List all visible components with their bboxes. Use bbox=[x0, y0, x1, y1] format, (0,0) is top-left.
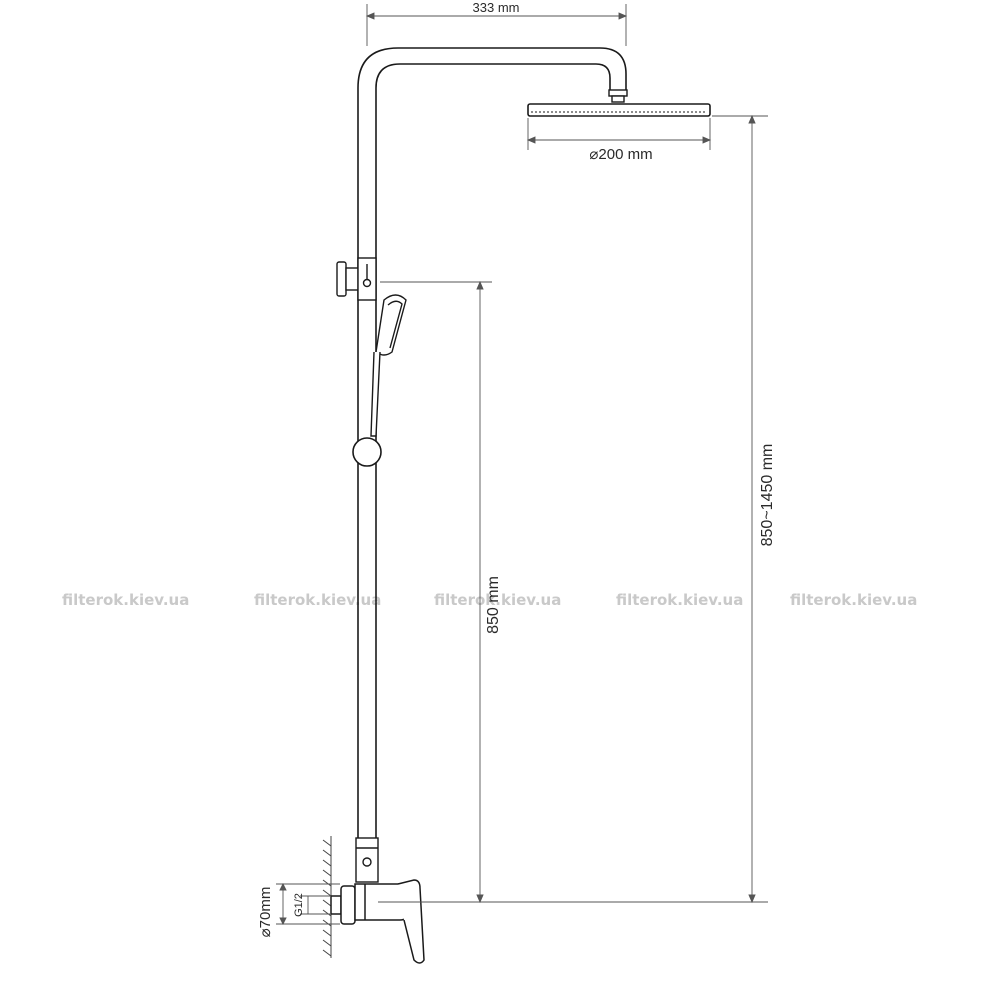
dim-mixer-diameter bbox=[276, 882, 340, 926]
watermark-3: filterok.kiev.ua bbox=[434, 591, 561, 609]
rain-showerhead bbox=[527, 103, 711, 117]
dim-mixer-diameter-label: ⌀70mm bbox=[257, 887, 274, 938]
watermarks: filterok.kiev.ua filterok.kiev.ua filter… bbox=[62, 591, 917, 609]
dim-thread-label: G1/2 bbox=[293, 893, 305, 917]
hand-shower bbox=[370, 294, 407, 437]
riser-bottom-fitting bbox=[355, 837, 379, 883]
dim-thread bbox=[300, 895, 331, 915]
diverter-knob bbox=[336, 257, 377, 301]
watermark-5: filterok.kiev.ua bbox=[790, 591, 917, 609]
dim-height-range-label: 850~1450 mm bbox=[759, 444, 776, 547]
watermark-2: filterok.kiev.ua bbox=[254, 591, 381, 609]
watermark-1: filterok.kiev.ua bbox=[62, 591, 189, 609]
dim-head-diameter-label: ⌀200 mm bbox=[589, 146, 652, 163]
wall-hatch bbox=[322, 836, 332, 958]
dim-height-range bbox=[378, 114, 768, 904]
riser-pipe bbox=[357, 47, 627, 840]
dim-handshower-height-label: 850 mm bbox=[485, 576, 502, 634]
dim-width-label: 333 mm bbox=[473, 0, 520, 15]
dim-width bbox=[365, 4, 628, 46]
showerhead-connector bbox=[608, 89, 628, 103]
mixer bbox=[330, 879, 425, 964]
slide-holder bbox=[352, 437, 382, 467]
dim-head-diameter bbox=[526, 118, 712, 150]
dim-handshower-height bbox=[380, 280, 492, 904]
watermark-4: filterok.kiev.ua bbox=[616, 591, 743, 609]
